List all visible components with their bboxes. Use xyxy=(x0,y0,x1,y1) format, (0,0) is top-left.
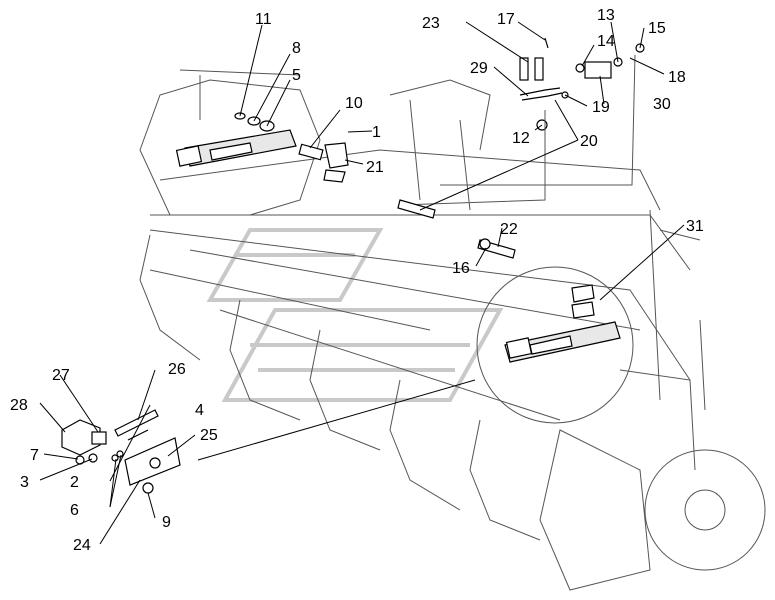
center-fittings xyxy=(397,199,516,259)
machine-frame xyxy=(139,69,766,591)
pin-and-bracket xyxy=(298,142,349,183)
callout-6: 6 xyxy=(70,502,79,519)
callout-23: 23 xyxy=(422,15,440,32)
callout-14: 14 xyxy=(597,33,615,50)
callout-5: 5 xyxy=(292,67,301,84)
exploded-lower-left xyxy=(61,409,181,494)
callout-30: 30 xyxy=(653,96,671,113)
callout-21: 21 xyxy=(366,159,384,176)
callout-12: 12 xyxy=(512,130,530,147)
callout-labels: 1 2 3 4 5 6 7 8 9 10 11 12 13 14 15 16 1… xyxy=(10,7,704,554)
detail-circle xyxy=(476,266,634,424)
callout-2: 2 xyxy=(70,474,79,491)
leader-lines xyxy=(39,21,685,545)
callout-8: 8 xyxy=(292,40,301,57)
callout-26: 26 xyxy=(168,361,186,378)
callout-19: 19 xyxy=(592,99,610,116)
detail-brackets xyxy=(571,284,595,319)
callout-1: 1 xyxy=(372,124,381,141)
callout-29: 29 xyxy=(470,60,488,77)
seal-rings xyxy=(234,112,275,132)
callout-17: 17 xyxy=(497,11,515,28)
callout-13: 13 xyxy=(597,7,615,24)
callout-24: 24 xyxy=(73,537,91,554)
callout-7: 7 xyxy=(30,447,39,464)
callout-15: 15 xyxy=(648,20,666,37)
callout-11: 11 xyxy=(255,11,272,28)
callout-10: 10 xyxy=(345,95,363,112)
callout-18: 18 xyxy=(668,69,686,86)
callout-9: 9 xyxy=(162,514,171,531)
callout-31: 31 xyxy=(686,218,704,235)
callout-3: 3 xyxy=(20,474,29,491)
hydraulic-fittings xyxy=(519,37,645,131)
hose-line-2 xyxy=(399,110,546,206)
hose-line-1 xyxy=(440,54,636,186)
watermark-logo xyxy=(206,228,504,402)
callout-16: 16 xyxy=(452,260,470,277)
hydraulic-cylinder-left xyxy=(175,129,297,167)
hydraulic-cylinder-detail xyxy=(504,321,621,363)
callout-28: 28 xyxy=(10,397,28,414)
callout-22: 22 xyxy=(500,221,518,238)
callout-25: 25 xyxy=(200,427,218,444)
callout-27: 27 xyxy=(52,367,70,384)
callout-4: 4 xyxy=(195,402,204,419)
callout-20: 20 xyxy=(580,133,598,150)
